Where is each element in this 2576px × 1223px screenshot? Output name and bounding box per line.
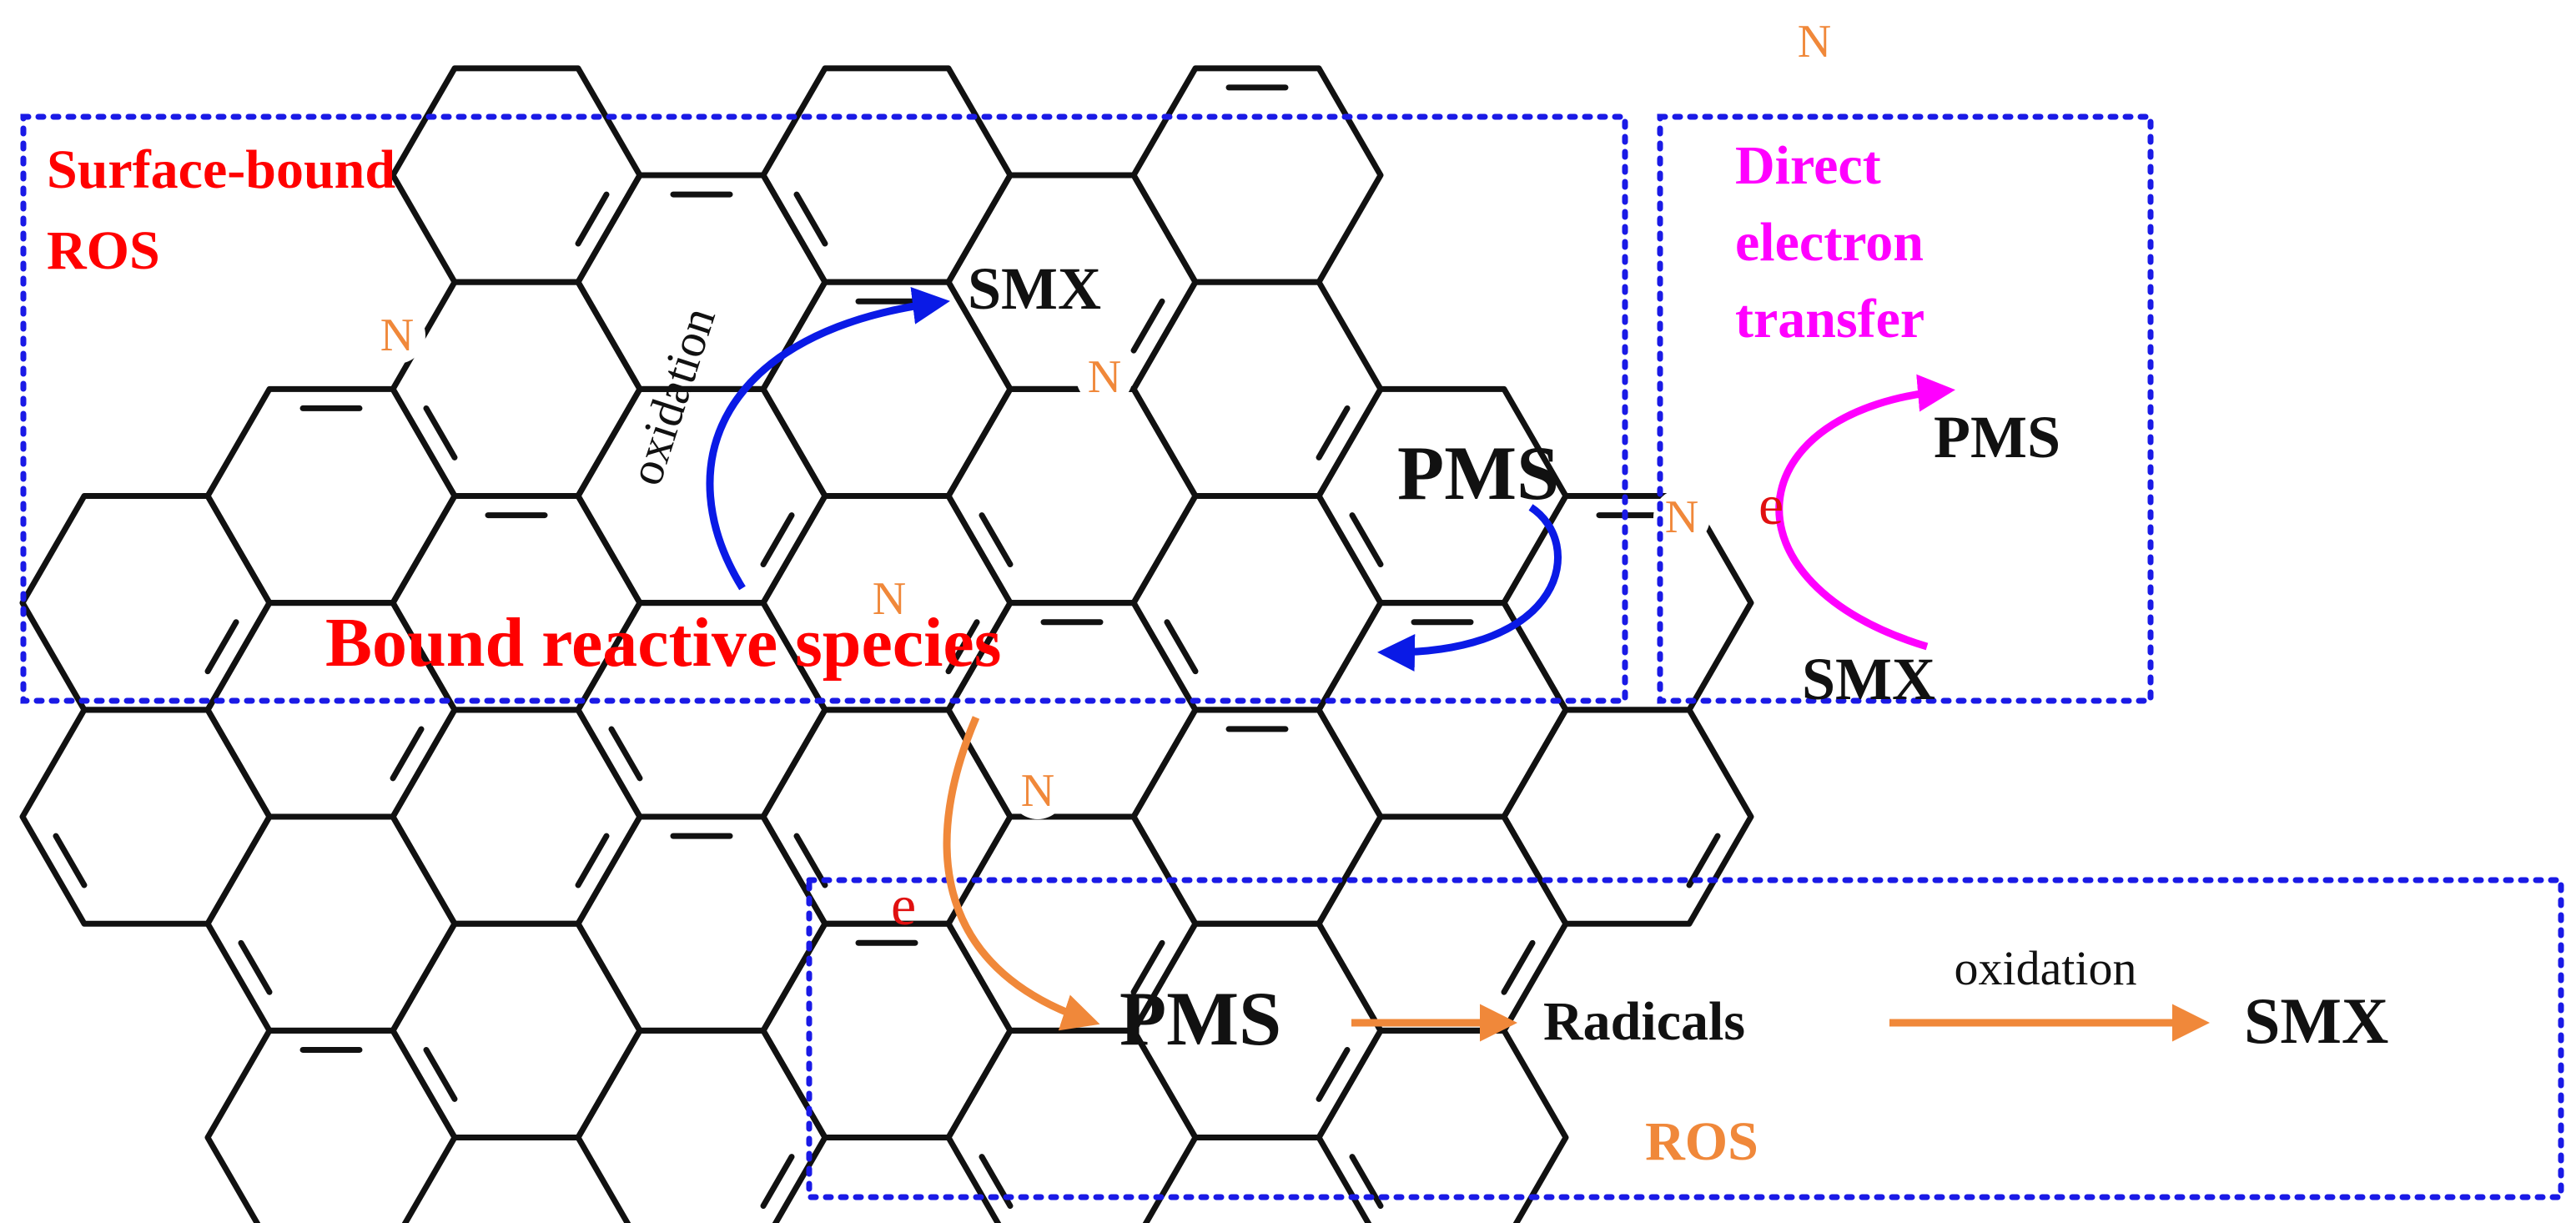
pms-center-label: PMS — [1397, 430, 1559, 516]
bound-reactive-species-label: Bound reactive species — [325, 604, 1001, 682]
nitrogen-atom-2: N — [1088, 351, 1121, 403]
ros-region-box — [806, 877, 2564, 1200]
lattice-ring — [390, 279, 643, 500]
double-bond — [423, 405, 458, 461]
surface-bound-title-line2: ROS — [47, 220, 160, 281]
lattice-ring — [390, 920, 643, 1141]
double-bond — [979, 512, 1014, 567]
nitrogen-knockout — [369, 307, 425, 364]
double-bond — [945, 619, 980, 675]
nitrogen-knockouts — [369, 13, 1843, 819]
nitrogen-atom-1: N — [380, 310, 414, 361]
pms-to-bound-species-arrow — [1377, 504, 1562, 672]
double-bond — [204, 619, 239, 675]
smx-bottom-label: SMX — [2244, 984, 2388, 1057]
smx-right-label: SMX — [1802, 646, 1935, 712]
smx-to-pms-electron-arrow — [1775, 374, 1955, 651]
lattice-ring — [204, 813, 458, 1034]
lattice-ring — [1130, 493, 1384, 713]
electron-transfer-down-arrow — [943, 716, 1100, 1031]
pms-right-label: PMS — [1934, 404, 2060, 471]
lattice-ring — [1130, 279, 1384, 500]
nitrogen-knockout — [861, 571, 918, 627]
direct-transfer-region-box — [1657, 113, 2154, 704]
nitrogen-knockout — [1076, 349, 1133, 405]
oxidation-curved-arrow — [706, 287, 950, 591]
double-bond — [608, 726, 643, 782]
lattice-ring — [390, 65, 643, 285]
lattice-ring — [19, 493, 273, 713]
double-bond — [1316, 1046, 1351, 1102]
lattice-ring — [760, 707, 1014, 927]
carbon-nitride-lattice — [19, 65, 1754, 1223]
nitrogen-atom-4: N — [1798, 16, 1831, 68]
lattice-ring — [1130, 65, 1384, 285]
double-bonds — [53, 84, 1721, 1210]
double-bond — [1130, 939, 1165, 995]
double-bond — [390, 726, 425, 782]
radicals-label: Radicals — [1543, 991, 1745, 1052]
double-bond — [238, 939, 273, 995]
double-bond — [1349, 512, 1384, 567]
pathway-pms-label: PMS — [1119, 976, 1281, 1061]
double-bond — [1164, 619, 1199, 675]
double-bond — [53, 833, 88, 888]
lattice-ring — [760, 920, 1014, 1141]
double-bond — [760, 1154, 795, 1210]
nitrogen-atoms: N N N N N N — [380, 16, 1831, 817]
lattice-ring — [1316, 600, 1569, 820]
surface-bound-title-line1: Surface-bound — [47, 139, 395, 200]
ros-region-title: ROS — [1645, 1111, 1758, 1172]
lattice-ring — [575, 813, 828, 1034]
lattice-ring — [1130, 707, 1384, 927]
double-bond — [1130, 298, 1165, 354]
lattice-ring — [1501, 707, 1754, 927]
lattice-ring — [19, 707, 273, 927]
double-bond — [793, 833, 828, 888]
double-bond — [1316, 405, 1351, 461]
electron-bottom-label: e — [891, 873, 916, 937]
nitrogen-atom-5: N — [1665, 491, 1698, 543]
lattice-ring — [575, 385, 828, 606]
lattice-ring — [390, 707, 643, 927]
double-bond — [1349, 1154, 1384, 1210]
oxidation-pathway-label: oxidation — [1954, 941, 2136, 995]
double-bond — [793, 191, 828, 247]
direct-transfer-title-line3: transfer — [1735, 289, 1924, 350]
lattice-ring — [945, 385, 1199, 606]
electron-right-label: e — [1758, 473, 1784, 536]
double-bond — [575, 191, 610, 247]
nitrogen-knockout — [1009, 762, 1066, 819]
double-bond — [423, 1046, 458, 1102]
double-bond — [1501, 939, 1536, 995]
nitrogen-knockout — [1786, 13, 1843, 70]
nitrogen-knockout — [1653, 489, 1710, 546]
smx-top-label: SMX — [968, 255, 1101, 322]
surface-bound-region-box — [20, 113, 1628, 704]
lattice-ring — [1316, 1027, 1569, 1223]
lattice-ring — [760, 65, 1014, 285]
double-bond — [575, 833, 610, 888]
direct-transfer-title-line1: Direct — [1735, 135, 1881, 196]
double-bond — [760, 512, 795, 567]
lattice-ring — [204, 1027, 458, 1223]
double-bond — [1686, 833, 1721, 888]
nitrogen-atom-3: N — [873, 573, 906, 625]
nitrogen-atom-6: N — [1021, 765, 1054, 817]
lattice-ring — [575, 1027, 828, 1223]
lattice-ring — [1316, 813, 1569, 1034]
lattice-ring — [204, 385, 458, 606]
direct-transfer-title-line2: electron — [1735, 212, 1924, 273]
